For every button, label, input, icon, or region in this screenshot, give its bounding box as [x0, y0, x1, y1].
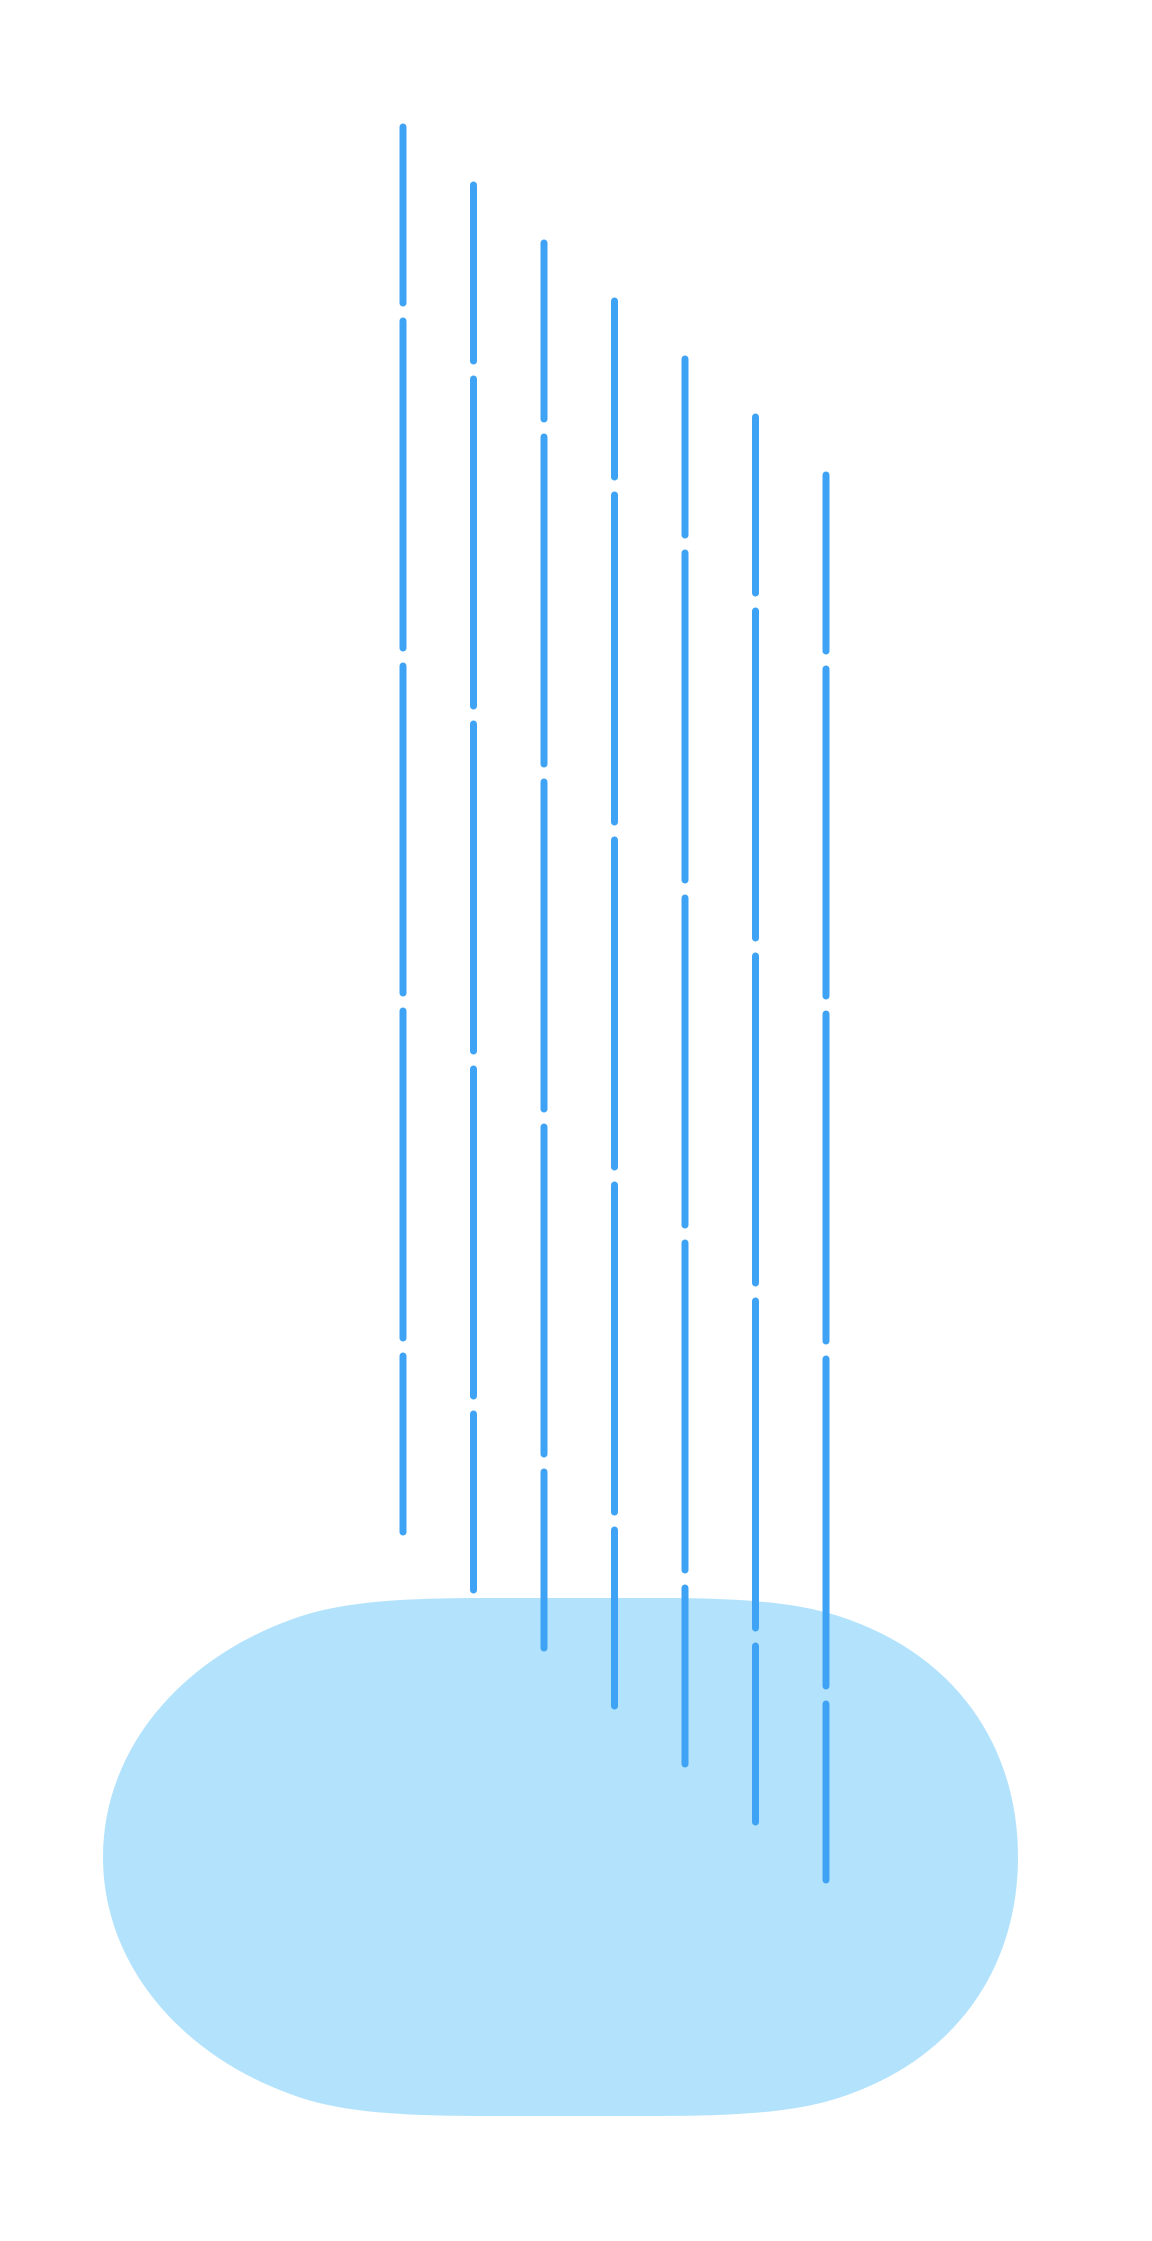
puddle-shape — [103, 1598, 1018, 2116]
rain-streaks — [399, 123, 830, 1884]
